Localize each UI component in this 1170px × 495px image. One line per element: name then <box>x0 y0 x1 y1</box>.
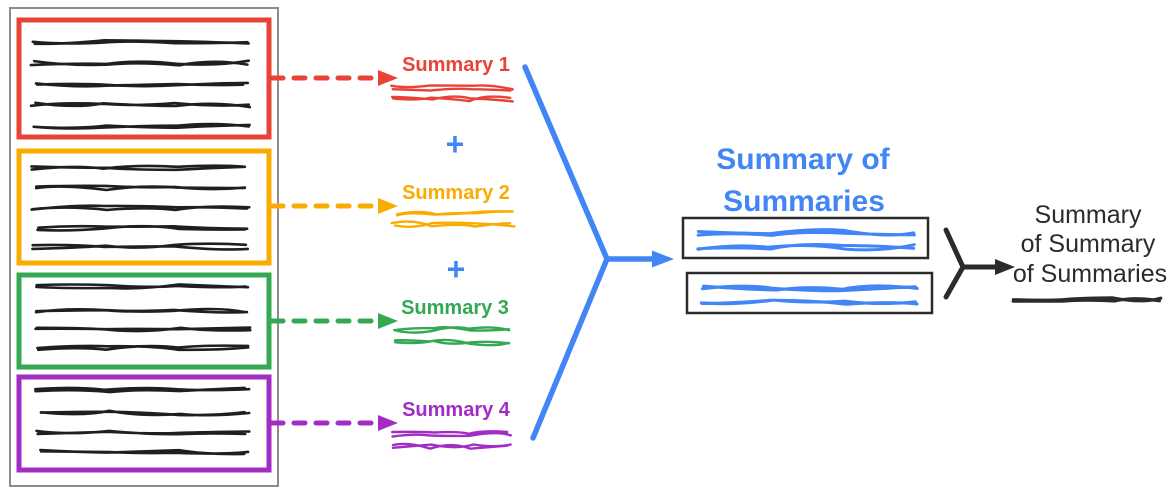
source-section-3: Summary 3 <box>16 272 511 370</box>
scribble-line <box>391 430 512 438</box>
summary-of-summaries-scribbles-2 <box>699 284 919 306</box>
scribble-line <box>39 409 251 417</box>
scribble-line <box>700 284 919 293</box>
document-text-scribbles-2 <box>30 164 251 251</box>
final-summary-label-line2: of Summary <box>1021 230 1156 258</box>
plus-sign-2: + <box>447 251 466 287</box>
source-section-4: Summary 4 <box>16 374 512 473</box>
scribble-line <box>699 298 919 306</box>
summary-3-label: Summary 3 <box>401 297 509 319</box>
summary-3-scribbles <box>393 325 511 347</box>
summary-2-label: Summary 2 <box>402 182 510 204</box>
scribble-line <box>34 307 249 314</box>
summary-of-summaries-box-1 <box>681 216 930 260</box>
summary-2-scribbles <box>390 210 516 229</box>
scribble-line <box>36 224 249 232</box>
scribble-line <box>391 442 512 450</box>
scribble-line <box>1011 296 1163 303</box>
final-summary-scribble <box>1011 296 1163 303</box>
scribble-line <box>30 164 247 172</box>
summary-4-scribbles <box>391 430 512 450</box>
scribble-line <box>32 122 251 130</box>
merge-lines-black <box>943 227 999 300</box>
scribble-line <box>34 386 251 394</box>
dashed-arrow-head-1 <box>378 70 398 86</box>
scribble-line <box>393 338 511 347</box>
summary-4-label: Summary 4 <box>402 399 511 421</box>
source-section-2: Summary 2 <box>16 148 516 266</box>
scribble-line <box>393 325 511 334</box>
summary-of-summaries-box-2 <box>685 271 934 315</box>
summary-of-summaries-scribbles-1 <box>696 228 916 252</box>
scribble-line <box>30 204 251 212</box>
plus-sign-1: + <box>446 126 465 162</box>
scribble-line <box>29 101 252 109</box>
scribble-line <box>395 210 514 217</box>
scribble-line <box>390 95 514 103</box>
document-box-4 <box>16 374 272 473</box>
scribble-line <box>39 448 250 456</box>
scribble-line <box>34 184 247 192</box>
dashed-arrow-head-3 <box>378 313 398 329</box>
scribble-line <box>34 81 250 88</box>
summary-of-summaries-title-line1: Summary of <box>716 143 890 176</box>
scribble-line <box>31 242 250 251</box>
scribble-line <box>390 220 516 229</box>
merge-line-bottom <box>530 256 610 441</box>
document-box-2 <box>16 148 272 266</box>
summary-1-label: Summary 1 <box>402 54 510 76</box>
document-stack-container <box>9 7 279 487</box>
scribble-line <box>29 59 250 67</box>
scribble-line <box>696 242 916 252</box>
final-summary-label-line3: of Summaries <box>1013 260 1167 288</box>
merge-line-top <box>522 64 610 262</box>
summary-of-summaries-title-line2: Summaries <box>723 185 885 218</box>
scribble-line <box>696 228 916 237</box>
merge-lines-blue <box>522 64 657 441</box>
document-box-3 <box>16 272 272 370</box>
source-section-1: Summary 1 <box>16 17 514 140</box>
merge-arrow-head-black <box>995 259 1015 275</box>
final-merge-line-bottom <box>943 264 966 300</box>
scribble-line <box>34 326 252 333</box>
scribble-line <box>390 84 514 92</box>
document-text-scribbles-3 <box>34 283 252 352</box>
scribble-line <box>35 283 250 290</box>
dashed-arrow-head-2 <box>378 198 398 214</box>
document-text-scribbles-4 <box>34 386 251 456</box>
summary-1-scribbles <box>390 84 514 103</box>
final-merge-line-top <box>943 227 966 270</box>
merge-arrow-head-blue <box>652 250 674 268</box>
scribble-line <box>36 344 250 352</box>
dashed-arrow-head-4 <box>378 415 398 431</box>
document-text-scribbles-1 <box>29 38 252 130</box>
final-summary-label-line1: Summary <box>1035 201 1142 229</box>
scribble-line <box>35 429 251 436</box>
scribble-line <box>31 38 250 46</box>
document-box-1 <box>16 17 272 140</box>
